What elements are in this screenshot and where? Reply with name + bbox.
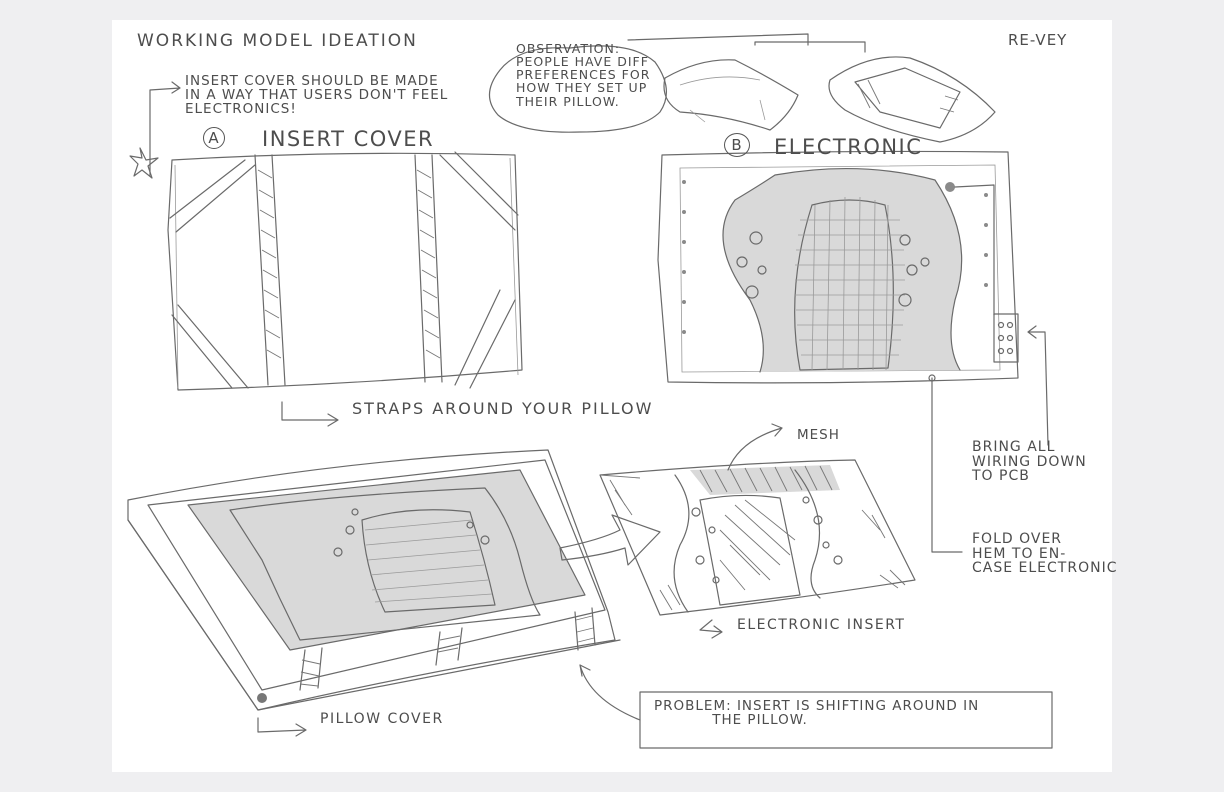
fold-note: FOLD OVER HEM TO EN- CASE ELECTRONIC bbox=[972, 532, 1117, 576]
top-note-bracket bbox=[130, 82, 180, 178]
electronic-insert-drawing bbox=[658, 151, 1018, 382]
section-a-label: INSERT COVER bbox=[262, 128, 434, 150]
electronic-insert-label: ELECTRONIC INSERT bbox=[737, 618, 906, 633]
problem-note: PROBLEM: INSERT IS SHIFTING AROUND IN TH… bbox=[654, 699, 979, 727]
page-title: WORKING MODEL IDEATION bbox=[137, 33, 418, 51]
section-b-marker: B bbox=[724, 133, 750, 157]
top-note: INSERT COVER SHOULD BE MADE IN A WAY THA… bbox=[185, 74, 448, 117]
electronic-insert-arrow bbox=[700, 620, 722, 638]
problem-leader bbox=[580, 665, 640, 720]
pillow-cover-drawing bbox=[128, 450, 620, 710]
section-a-marker: A bbox=[203, 127, 225, 149]
small-pillow-right bbox=[829, 57, 995, 142]
wiring-leader bbox=[1028, 326, 1048, 445]
insert-cover-drawing bbox=[168, 152, 522, 390]
section-b-label: ELECTRONIC bbox=[774, 136, 922, 158]
observation-note: OBSERVATION: PEOPLE HAVE DIFF PREFERENCE… bbox=[516, 42, 650, 108]
straps-arrow bbox=[282, 402, 338, 426]
wiring-note: BRING ALL WIRING DOWN TO PCB bbox=[972, 440, 1087, 484]
mesh-label: MESH bbox=[797, 428, 840, 442]
corner-note: RE-VEY bbox=[1008, 33, 1067, 49]
small-pillow-left bbox=[664, 60, 798, 130]
pillow-cover-label: PILLOW COVER bbox=[320, 712, 444, 727]
straps-label: STRAPS AROUND YOUR PILLOW bbox=[352, 401, 653, 418]
pillow-cover-arrow bbox=[258, 718, 306, 736]
electronic-insert-perspective bbox=[600, 460, 915, 615]
fold-leader bbox=[932, 378, 962, 552]
